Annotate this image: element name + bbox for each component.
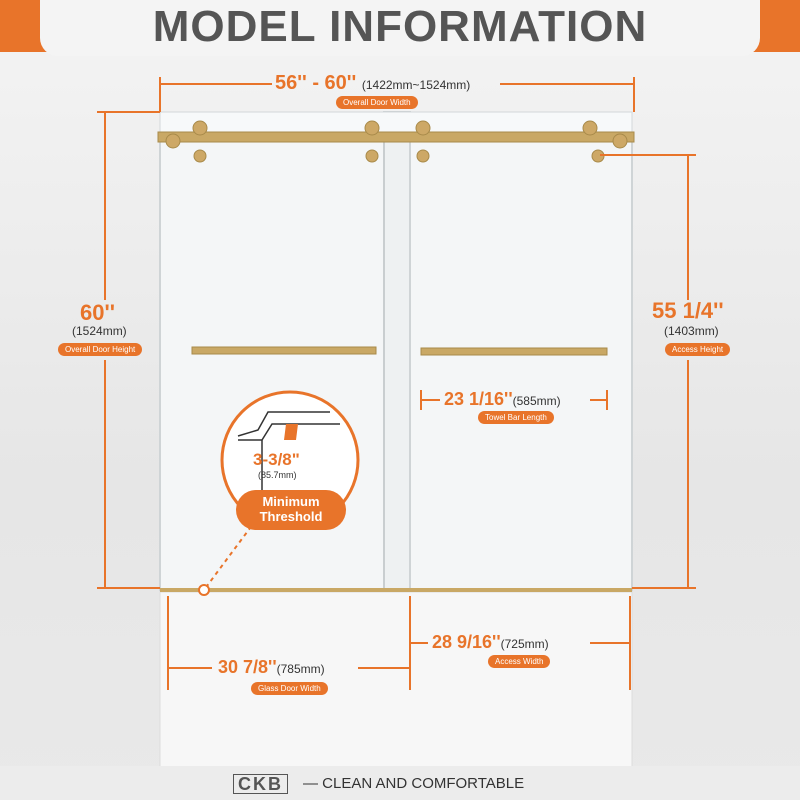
sliding-rail (157, 131, 635, 143)
roller (193, 149, 207, 163)
access-height-label: Access Height (665, 343, 731, 356)
towel-bar-mm: (585mm) (512, 394, 561, 408)
page-title: MODEL INFORMATION (152, 2, 648, 51)
glass-panel-center (383, 111, 411, 591)
access-height-mm: (1403mm) (664, 324, 719, 338)
bottom-track (160, 588, 632, 592)
overall-height-value: 60'' (80, 300, 115, 325)
glass-door-width-label: Glass Door Width (251, 682, 328, 695)
towel-bar-value: 23 1/16''(585mm) (444, 389, 561, 410)
access-width-inches: 28 9/16'' (432, 632, 501, 652)
towel-bar-inches: 23 1/16'' (444, 389, 513, 409)
threshold-profile (238, 423, 340, 441)
brand-tagline: — CLEAN AND COMFORTABLE (303, 775, 525, 792)
roller (365, 149, 379, 163)
minimum-threshold-badge: Minimum Threshold (236, 490, 346, 530)
threshold-marker (284, 424, 298, 440)
glass-panel-right (409, 137, 633, 591)
roller (192, 120, 208, 136)
threshold-label-line1: Minimum (262, 494, 320, 509)
top-glass (159, 111, 633, 133)
glass-door-width-inches: 30 7/8'' (218, 657, 277, 677)
access-width-mm: (725mm) (500, 637, 549, 651)
footer: CKB — CLEAN AND COMFORTABLE (0, 766, 800, 800)
roller (165, 133, 181, 149)
glass-door-width-mm: (785mm) (276, 662, 325, 676)
bathtub (159, 589, 633, 771)
roller (582, 120, 598, 136)
access-width-value: 28 9/16''(725mm) (432, 632, 549, 653)
overall-width-mm: (1422mm~1524mm) (361, 78, 471, 92)
roller (612, 133, 628, 149)
overall-width-inches: 56'' - 60'' (275, 72, 357, 94)
threshold-mm: (85.7mm) (258, 470, 297, 480)
towel-bar-label: Towel Bar Length (478, 411, 554, 424)
access-height-inches: 55 1/4'' (652, 298, 724, 323)
threshold-label-line2: Threshold (259, 509, 323, 524)
brand-logo: CKB (233, 774, 288, 794)
threshold-value: 3-3/8" (253, 450, 300, 469)
overall-width-value: 56'' - 60'' (1422mm~1524mm) (275, 72, 470, 95)
access-height-value: 55 1/4'' (652, 298, 724, 324)
roller (416, 149, 430, 163)
overall-height-mm: (1524mm) (72, 324, 127, 338)
access-width-label: Access Width (488, 655, 551, 668)
header-tab (40, 0, 760, 56)
overall-height-label: Overall Door Height (58, 343, 143, 356)
towel-bar-right (420, 347, 608, 356)
glass-door-width-value: 30 7/8''(785mm) (218, 657, 325, 678)
callout-point (198, 584, 210, 596)
towel-bar-left (191, 346, 377, 355)
threshold-profile (237, 411, 330, 437)
roller (364, 120, 380, 136)
callout-leader (203, 519, 257, 591)
header-band (0, 0, 800, 56)
roller (415, 120, 431, 136)
overall-width-label: Overall Door Width (336, 96, 418, 109)
rollers (165, 120, 628, 163)
